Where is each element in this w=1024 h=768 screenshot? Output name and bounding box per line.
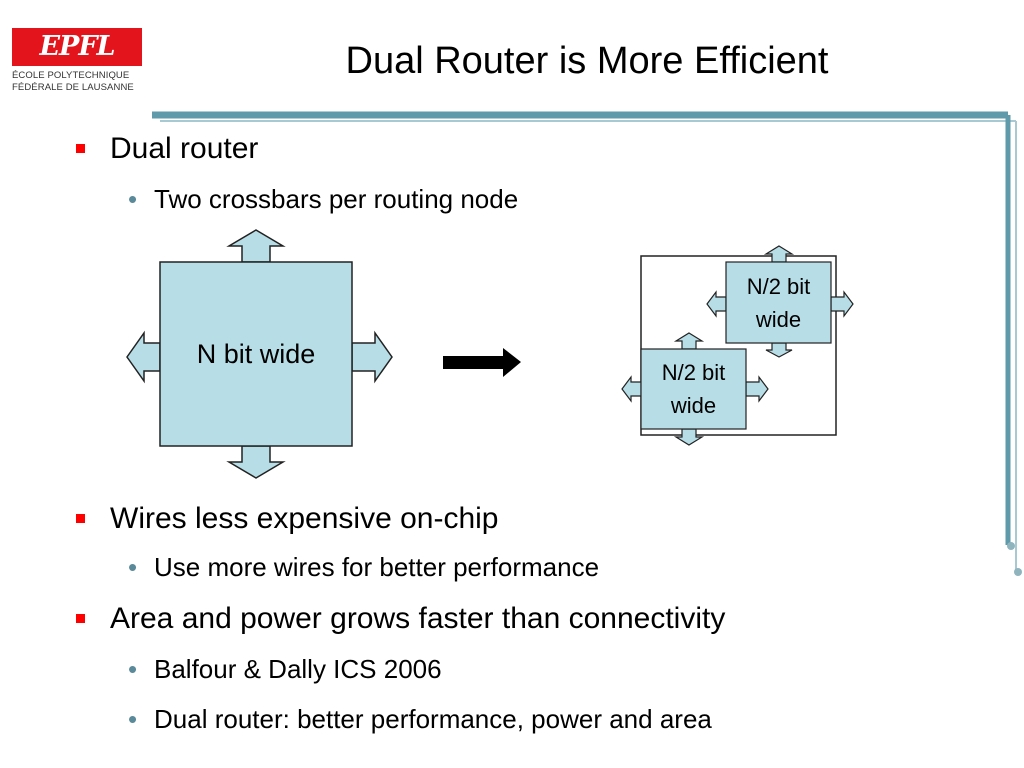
dual-router-label-1-text: N/2 bit wide bbox=[746, 273, 811, 332]
sub-bullet: • Two crossbars per routing node bbox=[128, 184, 519, 215]
bullet-square-icon bbox=[76, 614, 85, 623]
bullet-dot-icon: • bbox=[128, 552, 138, 582]
bullet-text: Dual router bbox=[110, 132, 259, 165]
bullet-dot-icon: • bbox=[128, 184, 138, 214]
bullet-text: Wires less expensive on-chip bbox=[110, 502, 499, 535]
arrow-right-icon bbox=[351, 330, 393, 384]
sub-bullet: • Balfour & Dally ICS 2006 bbox=[128, 654, 442, 685]
single-router-label: N bit wide bbox=[160, 262, 352, 446]
dual-router-label-2: N/2 bit wide bbox=[641, 349, 746, 429]
bullet-dual-router: Dual router bbox=[76, 132, 259, 166]
sub-bullet: • Use more wires for better performance bbox=[128, 552, 600, 583]
bullet-dot-icon: • bbox=[128, 654, 138, 684]
side-bar-dot-2 bbox=[1014, 568, 1022, 576]
dual-router-label-1: N/2 bit wide bbox=[726, 262, 831, 343]
bullet-square-icon bbox=[76, 144, 85, 153]
sub-bullet: • Dual router: better performance, power… bbox=[128, 704, 712, 735]
bullet-dot-icon: • bbox=[128, 704, 138, 734]
dual-router-label-2-text: N/2 bit wide bbox=[661, 360, 726, 418]
bullet-text: Area and power grows faster than connect… bbox=[110, 602, 726, 635]
sub-bullet-text: Balfour & Dally ICS 2006 bbox=[154, 654, 442, 684]
epfl-logo-mark: EPFL bbox=[12, 28, 142, 66]
sub-bullet-text: Use more wires for better performance bbox=[154, 552, 600, 582]
bullet-square-icon bbox=[76, 514, 85, 523]
arrow-down-icon bbox=[226, 445, 286, 479]
bullet-area-power: Area and power grows faster than connect… bbox=[76, 602, 726, 636]
sub-bullet-text: Dual router: better performance, power a… bbox=[154, 704, 712, 734]
epfl-wordmark: EPFL bbox=[39, 31, 115, 62]
dual-router-box-2 bbox=[640, 348, 747, 430]
logo-line-1: ÉCOLE POLYTECHNIQUE bbox=[12, 70, 130, 81]
side-bar-dot-1 bbox=[1007, 542, 1015, 550]
bullet-wires: Wires less expensive on-chip bbox=[76, 502, 499, 536]
arrow-left-icon bbox=[126, 330, 161, 384]
arrow-left-icon bbox=[621, 375, 642, 403]
dual-router-box-1 bbox=[725, 261, 832, 344]
logo-line-2: FÉDÉRALE DE LAUSANNE bbox=[12, 82, 134, 93]
arrow-up-icon bbox=[226, 229, 286, 263]
sub-bullet-text: Two crossbars per routing node bbox=[154, 184, 519, 214]
single-router-label-text: N bit wide bbox=[196, 338, 316, 369]
transform-arrow-icon bbox=[443, 348, 521, 377]
single-router-box bbox=[159, 261, 353, 447]
slide-title: Dual Router is More Efficient bbox=[345, 40, 829, 82]
epfl-logo: EPFL ÉCOLE POLYTECHNIQUE FÉDÉRALE DE LAU… bbox=[12, 28, 144, 94]
